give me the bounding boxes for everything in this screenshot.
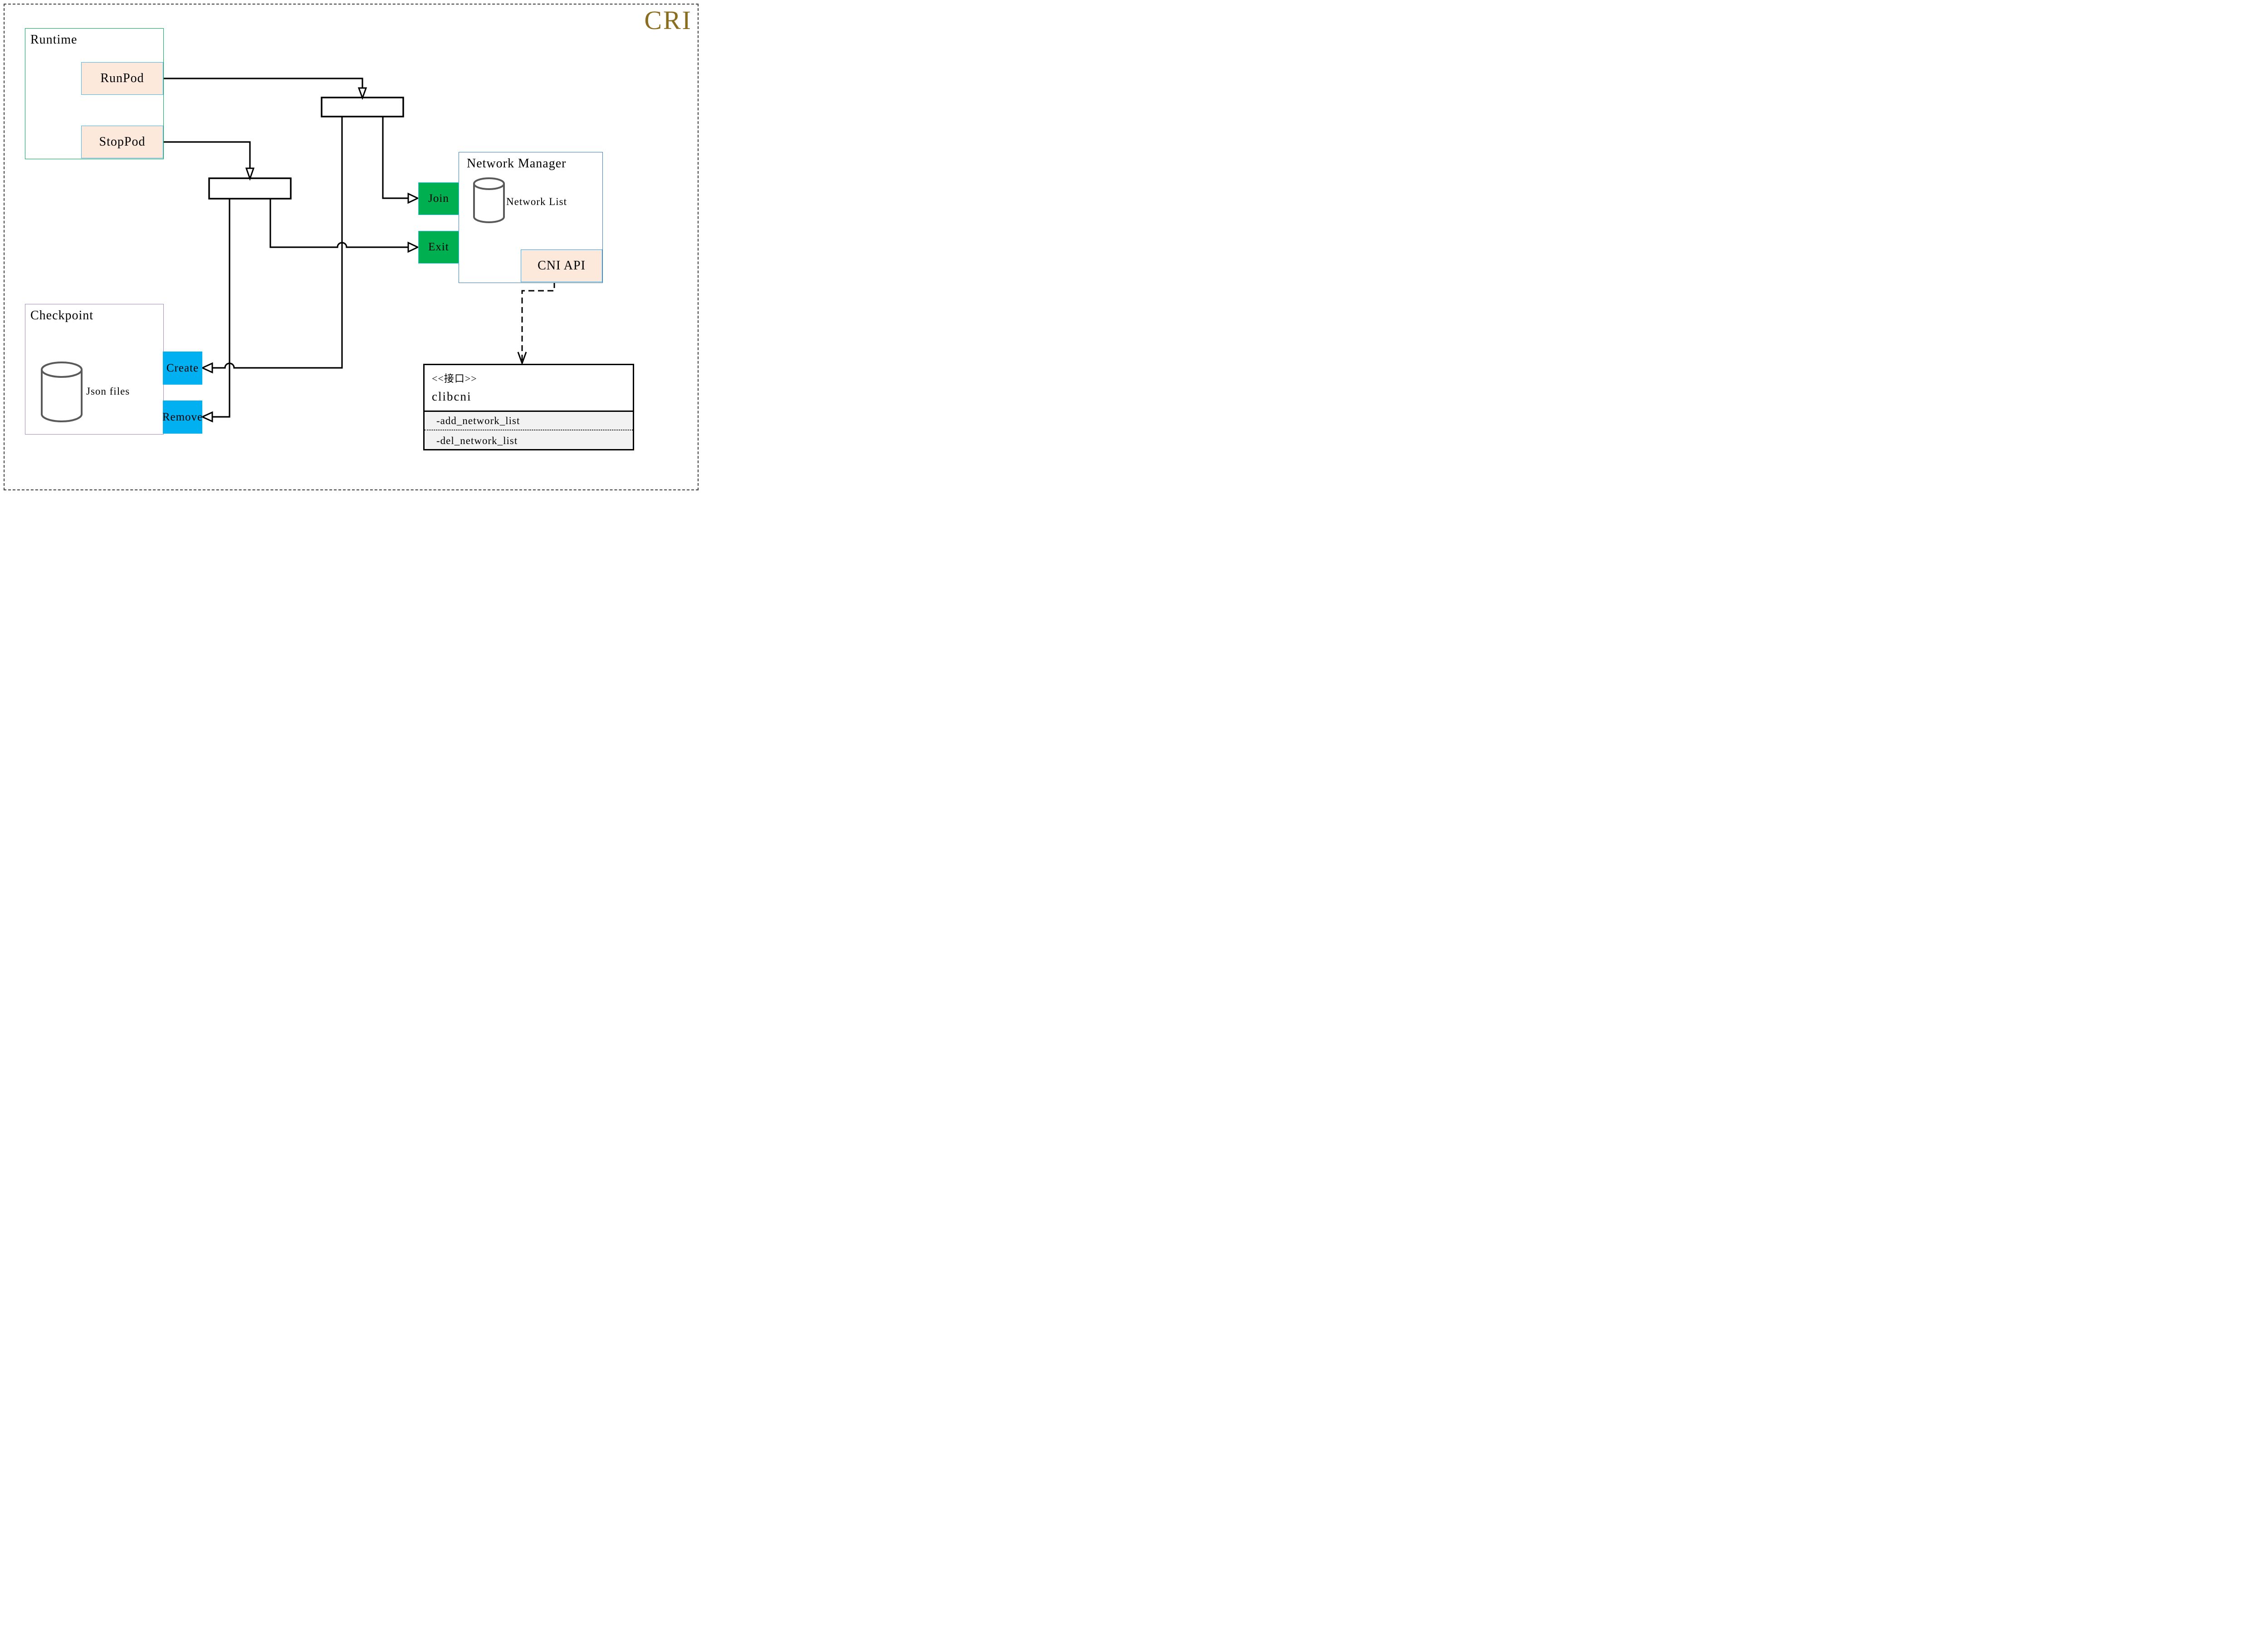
wire-cniapi-to-clibcni	[521, 282, 555, 361]
clibcni-method-del: -del_network_list	[436, 435, 518, 446]
outer-dashed-border	[4, 4, 699, 490]
database-cylinder-icon-checkpoint	[41, 362, 83, 422]
clibcni-stereotype: <<接口>>	[432, 373, 477, 384]
arrowhead-left-remove	[200, 411, 213, 423]
network-list-label: Network List	[506, 196, 567, 207]
wire-step2-to-remove	[212, 199, 230, 418]
clibcni-header: <<接口>> clibcni	[425, 365, 633, 411]
clibcni-interface-box: <<接口>> clibcni -add_network_list -del_ne…	[423, 364, 634, 450]
wire-stoppod-to-step2	[163, 141, 251, 168]
cni-api-box: CNI API	[521, 249, 602, 282]
stoppod-box: StopPod	[81, 126, 163, 158]
runpod-box: RunPod	[81, 62, 163, 95]
wire-runpod-to-step1	[163, 78, 363, 89]
clibcni-method-add: -add_network_list	[425, 412, 633, 430]
arrowhead-open-clibcni	[517, 352, 527, 366]
arrowhead-right-exit	[407, 241, 420, 253]
wire-step1-to-join	[382, 117, 409, 199]
process-step-runpod	[321, 97, 404, 117]
create-label: Create	[166, 362, 199, 374]
remove-box: Remove	[162, 401, 203, 434]
exit-label: Exit	[428, 241, 449, 253]
clibcni-name: clibcni	[432, 390, 472, 403]
remove-label: Remove	[162, 411, 203, 423]
diagram-title: CRI	[644, 5, 692, 35]
wire-step1-to-create	[212, 117, 343, 369]
join-box: Join	[418, 182, 459, 215]
join-label: Join	[428, 192, 449, 205]
network-manager-title: Network Manager	[467, 156, 567, 171]
exit-box: Exit	[418, 231, 459, 264]
checkpoint-title: Checkpoint	[30, 308, 94, 323]
database-cylinder-icon-network	[473, 177, 505, 223]
arrowhead-down-step1	[357, 87, 367, 100]
arrowhead-left-create	[200, 362, 213, 374]
clibcni-methods-section: -add_network_list -del_network_list	[425, 411, 633, 449]
json-files-label: Json files	[86, 386, 130, 397]
stoppod-label: StopPod	[99, 135, 146, 149]
process-step-stoppod	[208, 177, 292, 200]
cni-api-label: CNI API	[538, 259, 586, 273]
arrowhead-right-join	[407, 192, 420, 204]
arrowhead-down-step2	[245, 167, 255, 181]
connector-layer	[163, 78, 555, 423]
wire-step2-to-exit	[269, 199, 409, 248]
create-box: Create	[163, 352, 202, 385]
runpod-label: RunPod	[100, 71, 144, 85]
runtime-title: Runtime	[30, 33, 78, 47]
